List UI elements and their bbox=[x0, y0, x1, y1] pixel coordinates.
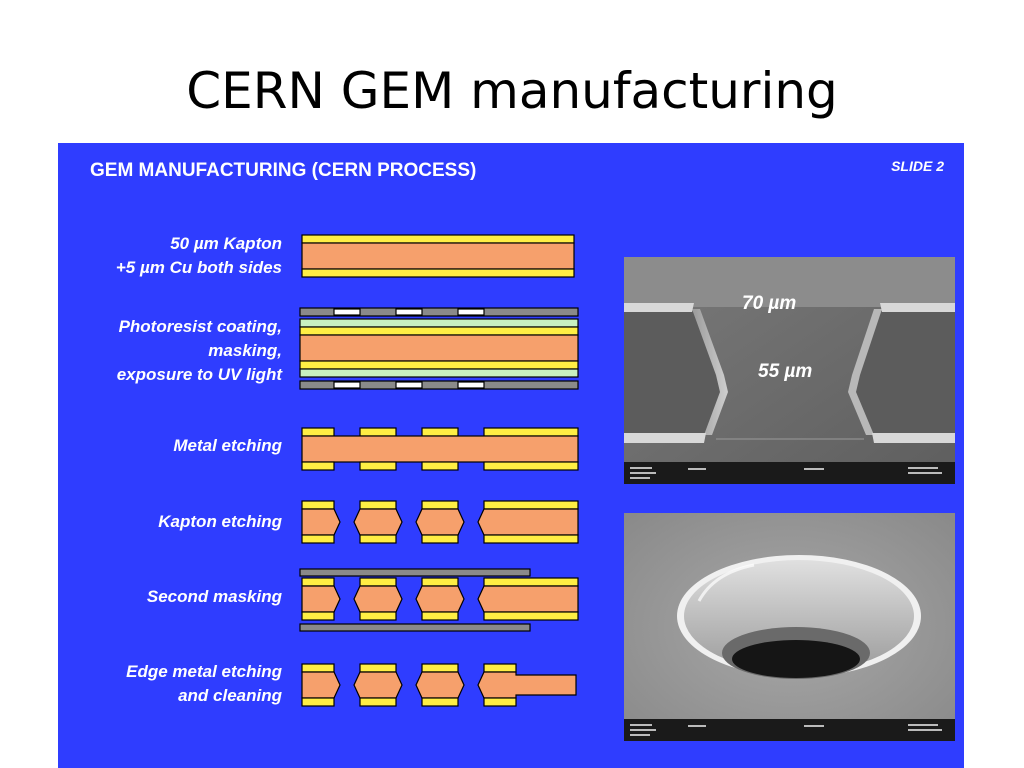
slide-title: CERN GEM manufacturing bbox=[186, 62, 838, 120]
sem-cross-section-image: 70 µm 55 µm bbox=[624, 257, 955, 484]
diagram-kapton-etching bbox=[301, 500, 579, 544]
diagram-second-masking bbox=[299, 568, 579, 632]
diagram-metal-etching bbox=[301, 427, 579, 471]
diagram-edge-etching bbox=[301, 663, 577, 707]
slide-number: SLIDE 2 bbox=[891, 158, 944, 174]
sem-label-55um: 55 µm bbox=[758, 361, 813, 382]
process-panel: GEM MANUFACTURING (CERN PROCESS) SLIDE 2… bbox=[58, 143, 964, 768]
sem-hole-perspective-image bbox=[624, 513, 955, 741]
panel-heading: GEM MANUFACTURING (CERN PROCESS) bbox=[90, 160, 477, 181]
step-label-kapton-copper: 50 µm Kapton+5 µm Cu both sides bbox=[115, 234, 282, 277]
step-label-kapton-etching: Kapton etching bbox=[158, 512, 282, 531]
sem-label-70um: 70 µm bbox=[742, 293, 797, 314]
step-label-metal-etching: Metal etching bbox=[173, 436, 282, 455]
diagram-photoresist bbox=[299, 307, 579, 390]
diagram-base-foil bbox=[301, 234, 575, 278]
step-label-photoresist: Photoresist coating,masking,exposure to … bbox=[116, 317, 282, 384]
layer-diagrams bbox=[299, 234, 579, 707]
step-label-second-masking: Second masking bbox=[146, 587, 282, 606]
